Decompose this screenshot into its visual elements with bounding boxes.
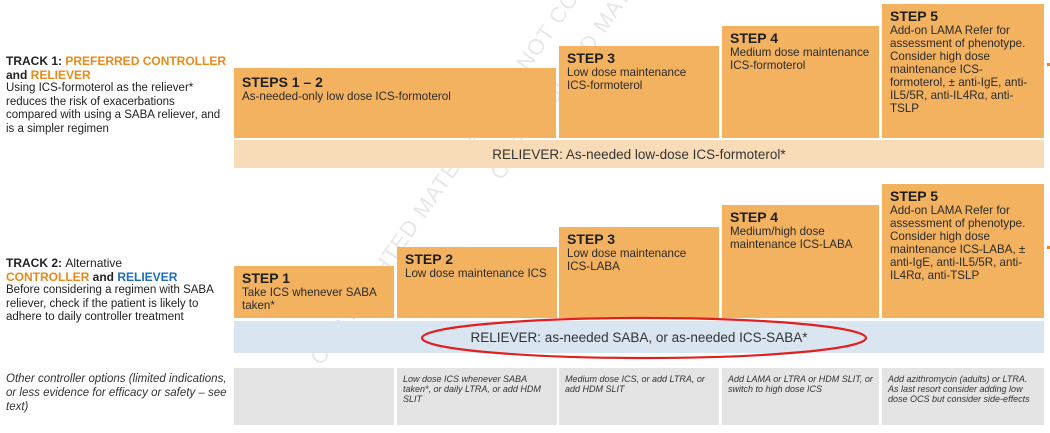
track2-step-3: STEP 3 Low dose maintenance ICS-LABA — [559, 227, 719, 318]
step-description: Low dose maintenance ICS-LABA — [567, 247, 687, 273]
other-step-2: Low dose ICS whenever SABA taken*, or da… — [397, 368, 557, 425]
track2-step-1: STEP 1 Take ICS whenever SABA taken* — [234, 266, 394, 318]
step-title: STEPS 1 – 2 — [242, 74, 323, 90]
track2-controller: CONTROLLER — [6, 269, 90, 284]
track1-reliever-bar: RELIEVER: As-needed low-dose ICS-formote… — [234, 140, 1044, 168]
step-title: STEP 5 — [890, 188, 938, 204]
step-title: STEP 5 — [890, 8, 938, 24]
step-title: STEP 3 — [567, 231, 615, 247]
track1-and: and — [6, 67, 31, 82]
track1-head: TRACK 1: — [6, 54, 66, 68]
other-options-label: Other controller options (limited indica… — [6, 373, 227, 413]
track2-step-4: STEP 4 Medium/high dose maintenance ICS-… — [722, 205, 879, 318]
step-description: Low dose maintenance ICS-formoterol — [567, 66, 687, 92]
step-description: As-needed-only low dose ICS-formoterol — [242, 90, 451, 103]
track2-description: Before considering a regimen with SABA r… — [6, 284, 214, 323]
track2-head: TRACK 2: — [6, 256, 66, 270]
other-step-4: Add LAMA or LTRA or HDM SLIT, or switch … — [722, 368, 879, 425]
step-title: STEP 2 — [405, 251, 453, 267]
track1-reliever: RELIEVER — [30, 67, 91, 82]
other-step-3: Medium dose ICS, or add LTRA, or add HDM… — [559, 368, 719, 425]
step-title: STEP 3 — [567, 50, 615, 66]
step-description: Medium dose maintenance ICS-formoterol — [730, 46, 870, 72]
track1-step-1-2: STEPS 1 – 2 As-needed-only low dose ICS-… — [234, 68, 556, 138]
track2-step-5: STEP 5 Add-on LAMA Refer for assessment … — [882, 184, 1044, 318]
track2-and: and — [89, 269, 118, 284]
track2-step-2: STEP 2 Low dose maintenance ICS — [397, 247, 557, 318]
other-empty-cell — [234, 368, 394, 425]
step-description: Add-on LAMA Refer for assessment of phen… — [890, 204, 1026, 282]
step-description: Low dose maintenance ICS — [405, 267, 547, 280]
annotation-ellipse — [420, 316, 868, 360]
track1-label: TRACK 1: PREFERRED CONTROLLER and RELIEV… — [6, 54, 228, 136]
step-title: STEP 4 — [730, 30, 778, 46]
track1-step-3: STEP 3 Low dose maintenance ICS-formoter… — [559, 46, 719, 138]
track2-label: TRACK 2: Alternative CONTROLLER and RELI… — [6, 256, 228, 325]
step-description: Medium/high dose maintenance ICS-LABA — [730, 225, 853, 251]
step-title: STEP 1 — [242, 270, 290, 286]
track2-reliever-bar: RELIEVER: as-needed SABA, or as-needed I… — [234, 321, 1044, 353]
track1-step-5: STEP 5 Add-on LAMA Refer for assessment … — [882, 4, 1044, 138]
track1-description: Using ICS-formoterol as the reliever* re… — [6, 82, 221, 135]
track1-preferred-controller: PREFERRED CONTROLLER — [65, 54, 227, 68]
track2-alternative: Alternative — [65, 256, 123, 270]
track1-step-4: STEP 4 Medium dose maintenance ICS-formo… — [722, 26, 879, 138]
step-description: Take ICS whenever SABA taken* — [242, 286, 377, 312]
step-description: Add-on LAMA Refer for assessment of phen… — [890, 24, 1028, 115]
step-title: STEP 4 — [730, 209, 778, 225]
other-step-5: Add azithromycin (adults) or LTRA. As la… — [882, 368, 1044, 425]
track2-reliever: RELIEVER — [117, 269, 178, 284]
